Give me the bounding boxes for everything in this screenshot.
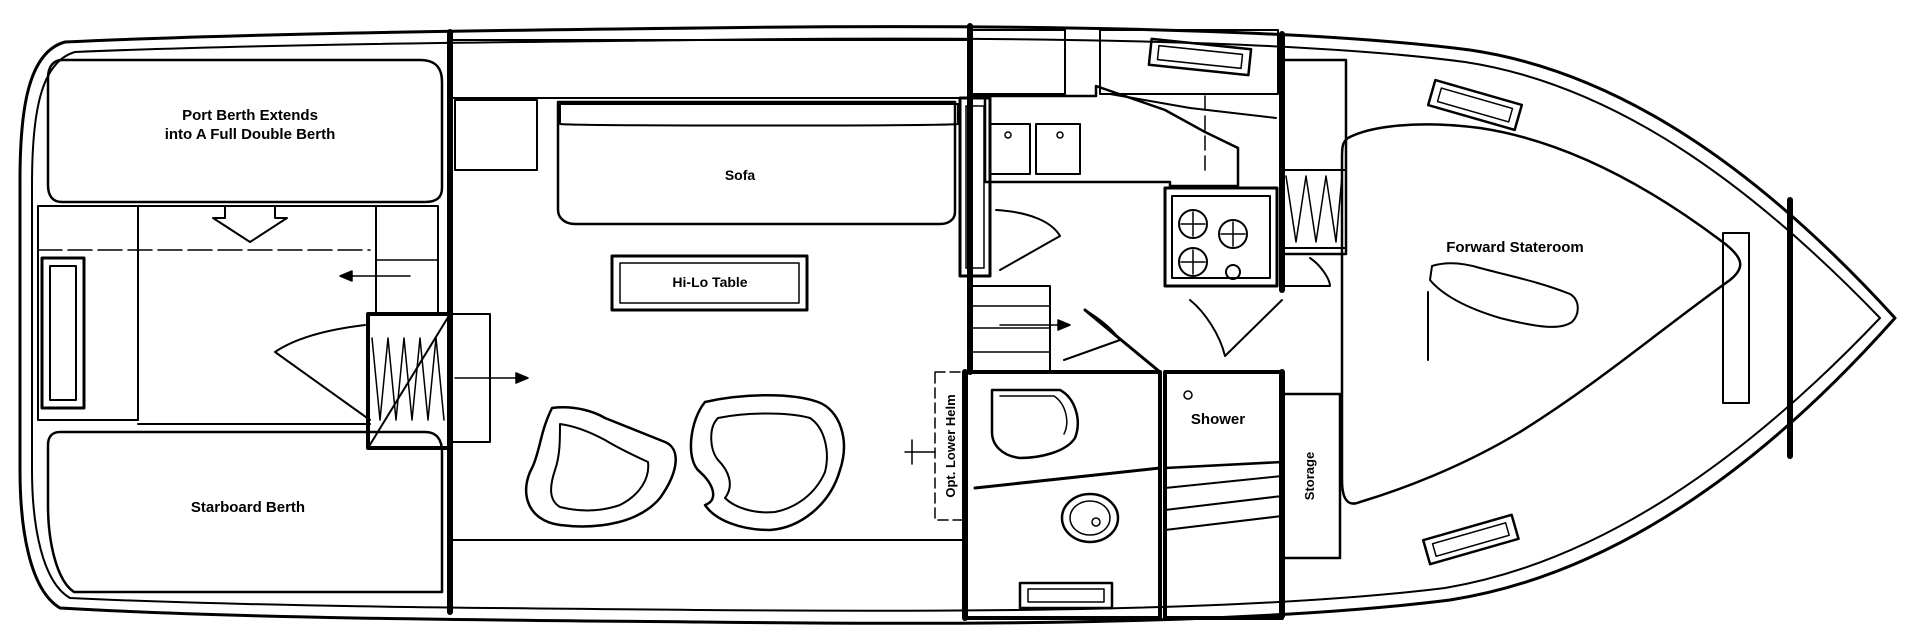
v-berth-insert: [1429, 262, 1579, 328]
galley-cabinet-angle: [1109, 93, 1277, 119]
storage-locker: [1280, 392, 1342, 560]
sofa-back: [559, 103, 959, 127]
shower-head: [1183, 390, 1193, 400]
saloon-locker: [454, 99, 538, 171]
stove-panel[interactable]: [1163, 186, 1279, 288]
companionway-arrowhead: [1057, 319, 1071, 331]
sofa-label: Sofa: [725, 167, 756, 183]
hi-lo-table-label: Hi-Lo Table: [672, 274, 747, 290]
head-portlight: [1018, 581, 1114, 610]
fwd-hanging-locker: [1280, 58, 1348, 256]
head-bulkhead-angle: [973, 308, 1162, 490]
shower-bench-line-1: [1164, 475, 1283, 489]
head-sink[interactable]: [1060, 492, 1120, 544]
helm-chair-aft-seat: [550, 423, 650, 512]
shower-stall[interactable]: [1163, 370, 1284, 620]
fwd-salon-door-swing: [1189, 299, 1283, 357]
shower-bench-line-3: [1164, 515, 1283, 531]
hi-lo-table[interactable]: [610, 254, 809, 312]
stove-top: [1171, 195, 1271, 279]
toilet[interactable]: [990, 388, 1079, 460]
aft-cabin-arrowhead: [339, 270, 353, 282]
aft-door-swing: [274, 324, 371, 421]
forward-stateroom-label: Forward Stateroom: [1446, 239, 1584, 256]
galley-door-swing: [995, 209, 1061, 271]
fwd-locker-door: [1281, 169, 1347, 249]
portlight-fwd-starboard-inner: [1431, 522, 1510, 557]
refrigerator[interactable]: [958, 96, 992, 278]
head-portlight-inner: [1027, 588, 1105, 603]
head-sink-drain: [1091, 517, 1101, 527]
galley-sink-left[interactable]: [989, 123, 1031, 175]
saloon-arrowhead: [515, 372, 529, 384]
burner-3[interactable]: [1178, 247, 1208, 277]
aft-hatch: [40, 256, 86, 410]
head-sink-inner: [1069, 500, 1111, 536]
portlight-fwd-port-inner: [1436, 87, 1514, 123]
galley-upper-counter: [969, 29, 1066, 95]
helm-chair-aft[interactable]: [524, 406, 677, 528]
sink-drain-right: [1056, 131, 1064, 139]
hull-inner: [31, 37, 1881, 612]
hull-outer: [18, 25, 1897, 625]
portlight-fwd-starboard: [1421, 513, 1520, 566]
burner-4[interactable]: [1225, 264, 1241, 280]
starboard-berth-label: Starboard Berth: [191, 499, 305, 516]
portlight-galley-inner: [1156, 44, 1244, 70]
sink-drain-left: [1004, 131, 1012, 139]
hi-lo-table-inner: [619, 262, 800, 304]
port-berth-cushion: [46, 58, 444, 204]
refrigerator-inner: [965, 105, 985, 269]
galley-cabinet: [1099, 29, 1279, 95]
shower-bench-line-2: [1164, 495, 1283, 511]
port-berth-label-line2: into A Full Double Berth: [165, 126, 336, 143]
berth-extension-panel: [37, 205, 139, 421]
extend-arrow: [212, 205, 288, 243]
burner-1[interactable]: [1178, 209, 1208, 239]
shower-label: Shower: [1191, 411, 1245, 428]
fwd-door-swing: [1281, 257, 1331, 287]
aft-stair-zigzag: [371, 337, 445, 421]
burner-2[interactable]: [1218, 219, 1248, 249]
aft-hatch-inner: [49, 265, 77, 401]
galley-sink-right[interactable]: [1035, 123, 1081, 175]
portlight-fwd-port: [1426, 78, 1524, 132]
galley-counter-outline: [968, 84, 1240, 188]
portlight-galley: [1147, 37, 1253, 77]
companionway-steps[interactable]: [967, 285, 1051, 373]
v-berth-outer: [1340, 123, 1742, 505]
opt-lower-helm-box: [934, 371, 966, 521]
sofa-outline: [556, 100, 957, 226]
aft-stair-diagonal: [367, 313, 451, 449]
toilet-seat: [999, 395, 1068, 435]
saloon-cabinet-port: [449, 39, 971, 99]
port-berth-label-line1: Port Berth Extends: [182, 107, 318, 124]
storage-label: Storage: [1302, 452, 1317, 500]
helm-chair-fwd[interactable]: [689, 393, 846, 532]
starboard-berth-cushion: [46, 430, 444, 594]
helm-chair-fwd-seat: [710, 412, 828, 514]
shower-divider: [1163, 460, 1284, 470]
head-compartment: [963, 370, 1162, 620]
fwd-locker-zigzag: [1285, 175, 1343, 243]
opt-lower-helm-label: Opt. Lower Helm: [943, 394, 958, 497]
anchor-locker-hatch: [1722, 232, 1750, 404]
